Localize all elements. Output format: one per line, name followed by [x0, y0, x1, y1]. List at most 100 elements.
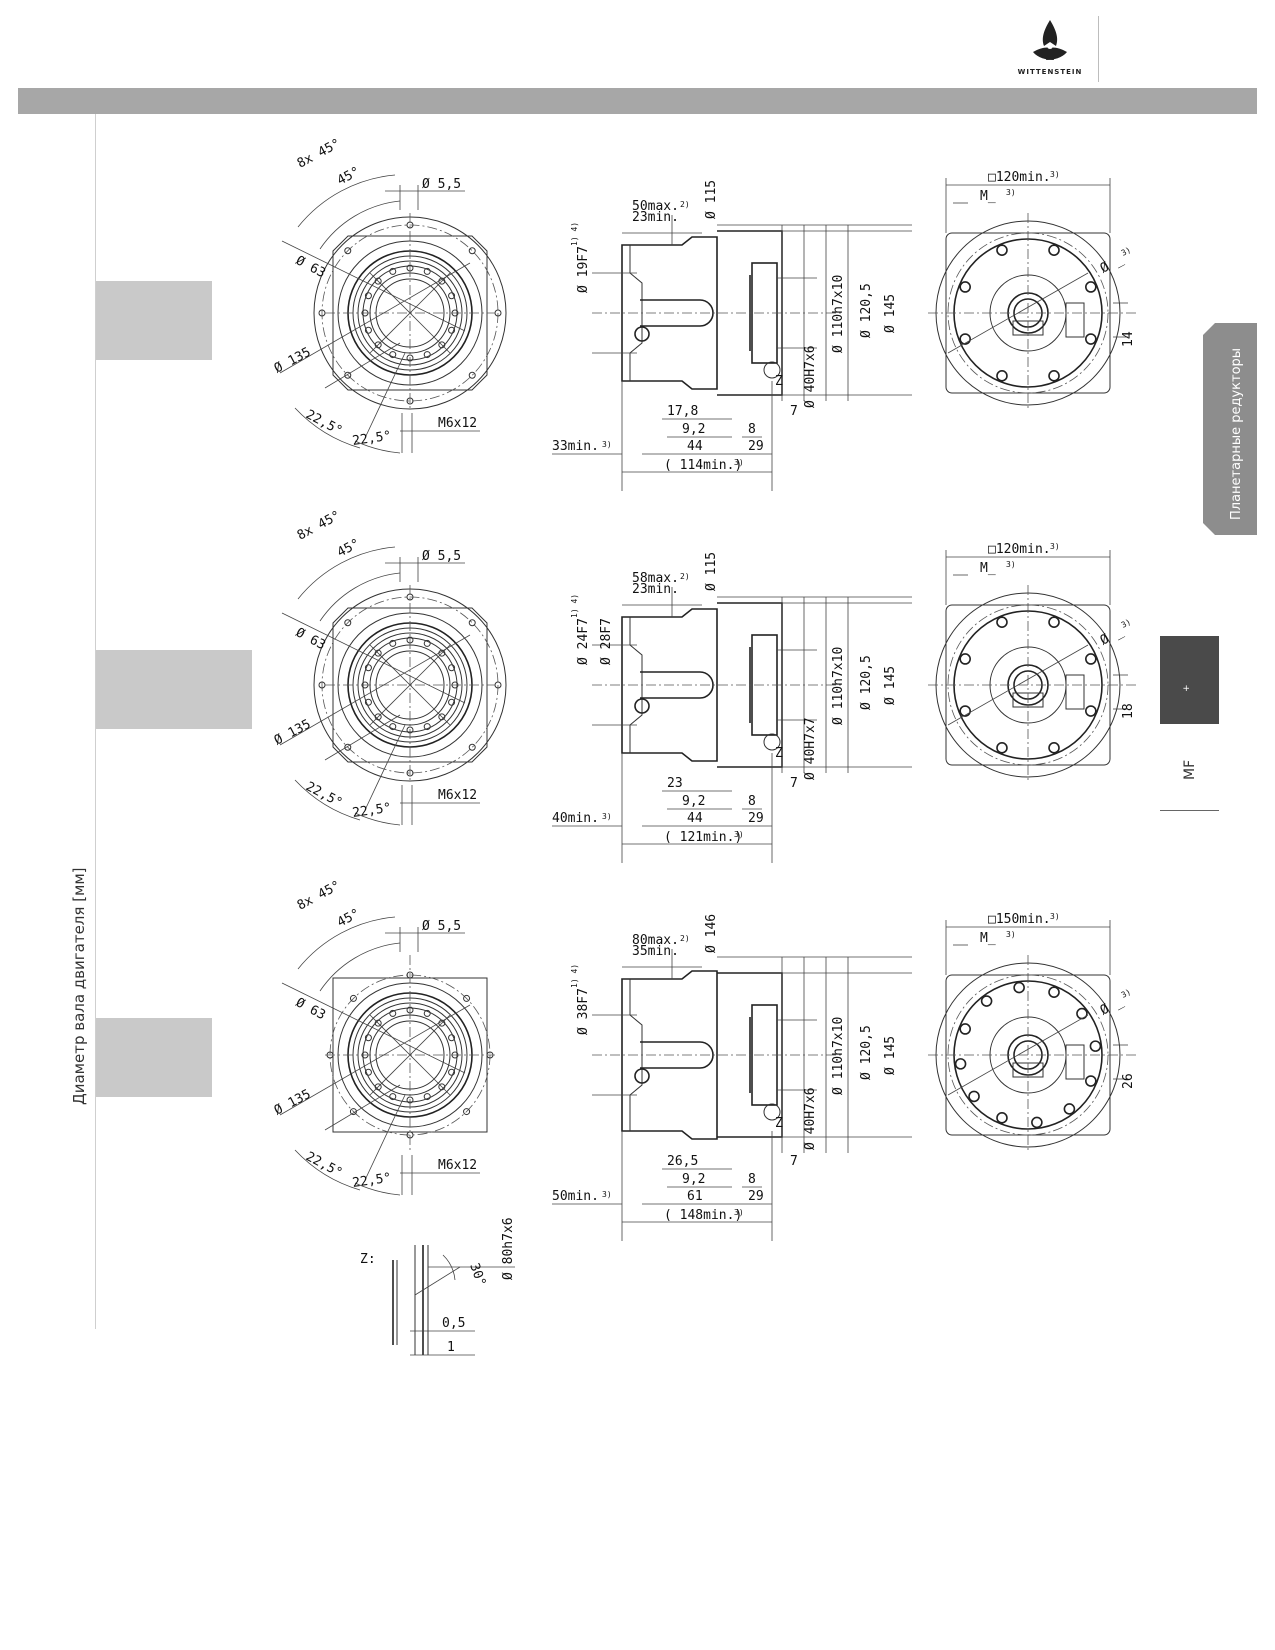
d-large-dim: Ø 135: [272, 345, 314, 377]
top-min-dim: 23min.: [632, 582, 679, 597]
tab-tp[interactable]: TP+: [1160, 636, 1238, 724]
chamfer-label: 8x 45°: [295, 508, 344, 543]
chamfer-label: 8x 45°: [295, 878, 344, 913]
hole-dim: Ø 5,5: [422, 919, 461, 934]
z-label: Z: [775, 746, 783, 761]
b-left-sup: 3): [602, 812, 612, 821]
rear-view-2: □120min.3)M_3)Ø _3)18: [928, 542, 1138, 780]
b4-dim: 8: [748, 1172, 756, 1187]
d-left1-dim: Ø 24F7: [576, 618, 591, 665]
d2-dim: Ø 110h7x10: [831, 275, 846, 353]
rear-view-3: □150min.3)M_3)Ø _3)26: [928, 912, 1138, 1150]
b-total-dim: ( 121min.): [664, 830, 742, 845]
angle-label: 45°: [335, 164, 363, 188]
square-dim: □150min.: [988, 912, 1051, 927]
square-dim: □120min.: [988, 170, 1051, 185]
angle-label: 45°: [335, 906, 363, 930]
m-sup: 3): [1006, 930, 1016, 939]
sidebar-rule: [95, 114, 96, 1329]
d-small-dim: Ø 63: [293, 253, 328, 281]
d-left1-sup: 1) 4): [570, 594, 579, 618]
b6-dim: 29: [748, 1189, 764, 1204]
shaft-block-2: [96, 650, 252, 729]
angle-a1: 22,5°: [303, 1149, 345, 1181]
b-total-dim: ( 148min.): [664, 1208, 742, 1223]
detail-z-d1: 0,5: [442, 1316, 465, 1331]
top-max-dim: 58max.: [632, 571, 679, 586]
d-top-dim: Ø 115: [704, 552, 719, 591]
b1-dim: 17,8: [667, 404, 698, 419]
m-sup: 3): [1006, 560, 1016, 569]
top-max-dim: 80max.: [632, 933, 679, 948]
d-rear-dim: Ø _: [1098, 624, 1126, 648]
d-left2-dim: Ø 28F7: [599, 618, 614, 665]
chamfer-label: 8x 45°: [295, 136, 344, 171]
detail-z-d2: 1: [447, 1340, 455, 1355]
angle-a2: 22,5°: [351, 801, 392, 821]
z-label: Z: [775, 374, 783, 389]
angle-a2: 22,5°: [351, 429, 392, 449]
angle-a2: 22,5°: [351, 1171, 392, 1191]
b5-dim: 61: [687, 1189, 703, 1204]
tab-planetary-gearboxes[interactable]: Планетарные редукторы: [1203, 323, 1257, 535]
b-left-dim: 33min.: [552, 439, 599, 454]
tab-mf-underline: [1160, 810, 1219, 811]
d3-dim: Ø 120,5: [859, 283, 874, 338]
d3-dim: Ø 120,5: [859, 1025, 874, 1080]
top-sup: 2): [680, 200, 690, 209]
b3-dim: 9,2: [682, 794, 705, 809]
shaft-block-3: [96, 1018, 212, 1097]
d-large-dim: Ø 135: [272, 1087, 314, 1119]
d-rear-dim: Ø _: [1098, 252, 1126, 276]
d-left1-sup: 1) 4): [570, 964, 579, 988]
b4-dim: 8: [748, 794, 756, 809]
rear-view-1: □120min.3)M_3)Ø _3)14: [928, 170, 1138, 408]
hole-dim: Ø 5,5: [422, 177, 461, 192]
b-total-sup: 3): [734, 830, 744, 839]
b-left-sup: 3): [602, 1190, 612, 1199]
header-bar: [18, 88, 1257, 114]
d-rear-dim: Ø _: [1098, 994, 1126, 1018]
b6-dim: 29: [748, 439, 764, 454]
thread-dim: M6x12: [438, 788, 477, 803]
wittenstein-logo: WITTENSTEIN: [1018, 20, 1081, 76]
d1-dim: Ø 40H7x6: [803, 1087, 818, 1150]
b3-dim: 9,2: [682, 422, 705, 437]
thread-dim: M6x12: [438, 416, 477, 431]
detail-z-label: Z:: [360, 1252, 376, 1267]
shaft-block-1: [96, 281, 212, 360]
square-sup: 3): [1050, 912, 1060, 921]
m-dim: M_: [980, 561, 996, 576]
d-rear-sup: 3): [1120, 617, 1133, 629]
d-left1-dim: Ø 38F7: [576, 988, 591, 1035]
b-total-dim: ( 114min.): [664, 458, 742, 473]
top-min-dim: 35min.: [632, 944, 679, 959]
b5-dim: 44: [687, 811, 703, 826]
d-rear-sup: 3): [1120, 245, 1133, 257]
b1-dim: 23: [667, 776, 683, 791]
top-sup: 2): [680, 572, 690, 581]
angle-a1: 22,5°: [303, 779, 345, 811]
d4-dim: Ø 145: [883, 666, 898, 705]
b2-dim: 7: [790, 404, 798, 419]
d3-dim: Ø 120,5: [859, 655, 874, 710]
b2-dim: 7: [790, 1154, 798, 1169]
square-dim: □120min.: [988, 542, 1051, 557]
m-dim: M_: [980, 931, 996, 946]
d4-dim: Ø 145: [883, 294, 898, 333]
detail-z-diam: Ø 80h7x6: [501, 1217, 516, 1280]
b-total-sup: 3): [734, 458, 744, 467]
b6-dim: 29: [748, 811, 764, 826]
key-dim: 14: [1121, 331, 1136, 347]
d1-dim: Ø 40H7x7: [803, 717, 818, 780]
d-top-dim: Ø 146: [704, 914, 719, 953]
square-sup: 3): [1050, 542, 1060, 551]
z-label: Z: [775, 1116, 783, 1131]
top-max-dim: 50max.: [632, 199, 679, 214]
angle-a1: 22,5°: [303, 407, 345, 439]
b-total-sup: 3): [734, 1208, 744, 1217]
